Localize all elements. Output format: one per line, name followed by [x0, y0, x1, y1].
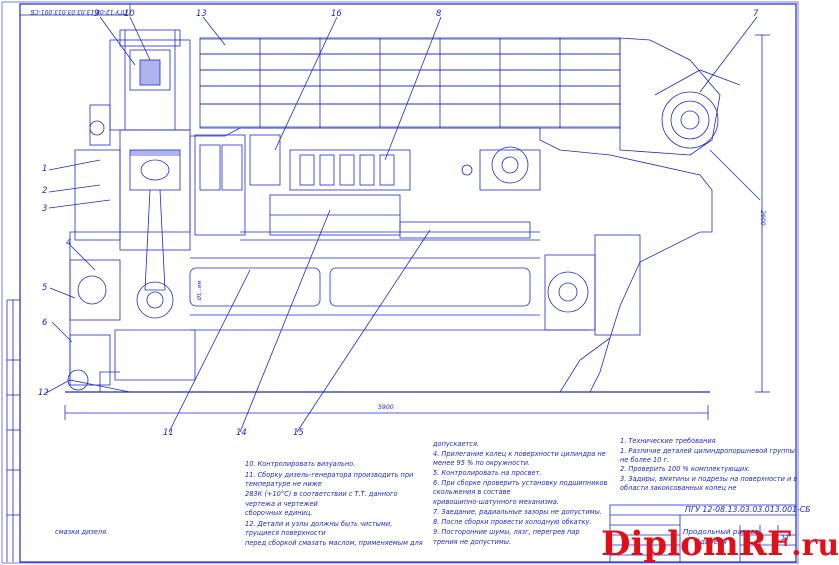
fuel-pump-block: [289, 149, 411, 191]
part-label-16: 16: [331, 8, 342, 18]
crankcase-outline: [69, 127, 713, 393]
note-right-2: не более 10 г.: [620, 456, 670, 464]
watermark-main: DiplomRF: [601, 524, 792, 564]
note-mid-0: допускается.: [433, 440, 480, 448]
title-block-sheet: 11: [781, 534, 790, 542]
note-mid-1: 4. Прилегание колец к поверхности цилинд…: [433, 450, 606, 458]
title-block: [609, 504, 797, 563]
note-left-3: 283К (+10°С) в соответствии с Т.Т. данно…: [245, 490, 398, 498]
note-left-0: 10. Контролировать визуально.: [245, 460, 356, 468]
note-left-7: трущиеся поверхности: [245, 529, 326, 537]
note-mid-3: 5. Контролировать на просвет.: [433, 469, 542, 477]
oil-pan-cover-mid: [329, 267, 531, 307]
note-left-1: 11. Сборку дизель-генератора производить…: [245, 471, 414, 479]
part-label-8: 8: [436, 8, 442, 18]
piston: [129, 149, 181, 191]
dimension-bore: Ø1...мм: [197, 280, 203, 300]
note-left-8: перед сборкой смазать маслом, применяемы…: [245, 539, 423, 547]
inner-frame: [19, 3, 797, 563]
part-label-3: 3: [42, 203, 48, 213]
note-mid-9: 9. Посторонние шумы, лязг, перегрев пар: [433, 528, 580, 536]
part-label-9: 9: [94, 8, 100, 18]
part-label-5: 5: [42, 282, 48, 292]
part-label-7: 7: [753, 8, 759, 18]
note-mid-10: трения не допустимы.: [433, 538, 512, 546]
diplomrf-watermark: DiplomRF.ru: [601, 524, 839, 564]
note-mid-7: 7. Заедание, радиальные зазоры не допуст…: [433, 508, 602, 516]
engine-section-drawing: [1, 1, 799, 564]
note-mid-8: 8. После сборки провести холодную обкатк…: [433, 518, 592, 526]
part-label-14: 14: [236, 427, 247, 437]
watermark-suffix: .ru: [791, 528, 839, 563]
part-label-10: 10: [124, 8, 135, 18]
note-mid-5: скольжения в составе: [433, 488, 511, 496]
part-label-12: 12: [38, 387, 49, 397]
part-label-1: 1: [42, 163, 48, 173]
note-left-tail: смазки дизеля.: [55, 528, 109, 536]
note-left-2: температуре не ниже: [245, 480, 322, 488]
part-label-2: 2: [42, 185, 48, 195]
oil-pan-cover-left: [189, 267, 321, 307]
note-right-4: 3. Задиры, вмятины и подрезы на поверхно…: [620, 475, 798, 483]
part-label-13: 13: [196, 8, 207, 18]
dimension-height: 2600: [759, 210, 766, 226]
title-block-title-1: Продольный разрез: [683, 527, 759, 536]
doc-code-top: ПГУ 12-08.13.03.03.013.001-СБ: [30, 8, 127, 15]
note-left-5: сборочных единиц.: [245, 509, 313, 517]
note-right-5: области закоксованных колец не: [620, 484, 737, 492]
note-right-1: 1. Различие деталей цилиндропоршневой гр…: [620, 447, 795, 455]
outer-frame: [1, 1, 799, 564]
part-label-11: 11: [163, 427, 174, 437]
title-block-code: ПГУ 12-08.13.03.03.013.001-СБ: [685, 505, 811, 514]
note-left-4: чертежа и чертежей: [245, 500, 318, 508]
note-mid-4: 6. При сборке проверить установку подшип…: [433, 479, 608, 487]
note-mid-2: менее 95 % по окружности.: [433, 459, 531, 467]
part-label-15: 15: [293, 427, 304, 437]
note-right-0: 1. Технические требования: [620, 437, 716, 445]
part-label-6: 6: [42, 317, 48, 327]
note-mid-6: кривошипно-шатунного механизма.: [433, 498, 559, 506]
note-right-3: 2. Проверить 100 % комплектующих.: [620, 465, 751, 473]
note-left-6: 12. Детали и узлы должны быть чистыми,: [245, 520, 393, 528]
doc-code-stamp: [19, 3, 131, 16]
dimension-length: 5900: [378, 404, 394, 411]
title-block-title-2: дизеля: [700, 537, 727, 546]
turbocharger-circle: [661, 91, 719, 149]
part-label-4: 4: [66, 237, 72, 247]
